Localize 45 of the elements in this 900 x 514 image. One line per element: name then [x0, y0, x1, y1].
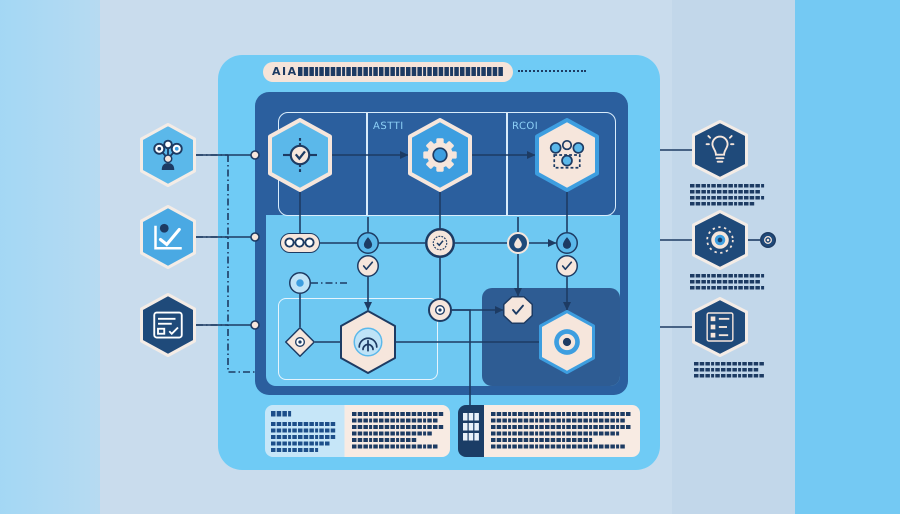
outer-panel	[218, 55, 660, 470]
connector-line	[299, 192, 301, 233]
connector-line	[452, 309, 471, 405]
connector-line	[396, 341, 539, 343]
connector-line	[315, 341, 340, 343]
inner-panel	[255, 92, 628, 395]
hexagon-node	[692, 210, 748, 270]
arrow	[514, 254, 522, 296]
connector-line	[566, 192, 568, 232]
connector-line	[439, 258, 441, 298]
connector-line	[320, 242, 357, 244]
connector-line	[299, 294, 301, 327]
hexagon-node	[140, 123, 196, 187]
connector-line	[660, 239, 692, 241]
info-card	[265, 405, 450, 457]
hexagon-node	[692, 120, 748, 180]
connector-line	[455, 242, 507, 244]
title-text: AIA	[272, 65, 298, 79]
hexagon-node	[535, 118, 599, 192]
circle-node	[556, 255, 578, 277]
arrow	[563, 277, 571, 310]
connector-line	[660, 326, 692, 328]
arrow	[472, 151, 536, 159]
circle-node	[357, 255, 379, 277]
connector-line	[439, 192, 441, 228]
hexagon-node	[692, 297, 748, 357]
connector-line	[748, 239, 760, 241]
hexagon-node	[408, 118, 472, 192]
arrow	[364, 277, 372, 310]
arrow	[332, 151, 408, 159]
connector-line	[379, 242, 425, 244]
circle-node	[289, 272, 311, 294]
connector-line	[517, 217, 519, 232]
pill-node	[280, 233, 320, 253]
arrow	[529, 239, 556, 247]
hexagon-node	[140, 293, 196, 357]
connector-line	[367, 217, 369, 232]
connector-line	[660, 149, 692, 151]
column-label: ASTTI	[373, 120, 404, 133]
hexagon-node	[140, 205, 196, 269]
info-card	[458, 405, 640, 457]
column-label: RCOI	[512, 120, 538, 133]
dash-dot-line	[311, 282, 347, 284]
circle-node	[760, 232, 776, 248]
hexagon-node	[268, 118, 332, 192]
